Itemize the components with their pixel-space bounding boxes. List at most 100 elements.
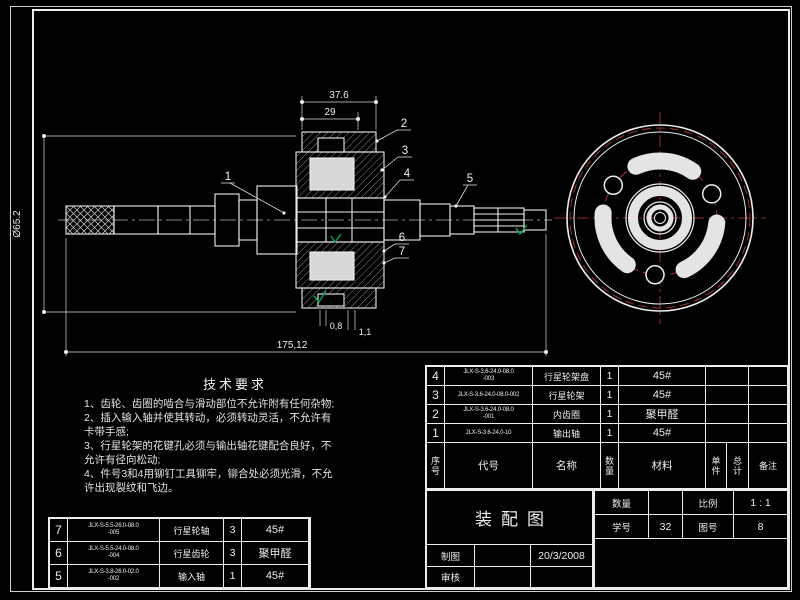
bom-material: 45# [619,367,706,386]
shaft-assembly-section-view [58,131,552,309]
bom-qty: 1 [601,405,619,424]
bom-code: JLX-S-5.5-24.0-08.0-004 [68,542,160,565]
part-callouts: 1 2 3 4 5 6 7 [221,118,477,265]
bom-name: 行星轮架 [533,386,601,405]
bom-seq: 5 [50,565,68,588]
bom-code: JLX-S-3.6-24.0-08.0-002 [445,386,533,405]
drawing-frame-outer [10,6,792,592]
bom-seq: 4 [427,367,445,386]
bom-header-code: 代号 [445,443,533,489]
bom-qty: 1 [224,565,242,588]
bom-header-total: 总计 [727,443,749,489]
bom-code: JLX-S-3.6-24.0-08.0-003 [445,367,533,386]
checker-name-cell [475,567,531,588]
bom-material: 45# [619,386,706,405]
dim-width-inner: 29 [324,107,336,118]
drafter-name-cell [475,545,531,567]
bom-code: JLX-S-3.8-26.0-02.0-002 [68,565,160,588]
callout-1: 1 [225,171,231,183]
bom-header-qty: 数量 [601,443,619,489]
bom-name: 行星轮架盘 [533,367,601,386]
tech-requirement-line: 4、件号3和4用铆钉工具铆牢，铆合处必须光滑，不允 [84,468,333,480]
bom-remark [749,405,788,424]
student-label: 学号 [595,515,649,539]
tech-requirement-line: 许出现裂纹和飞边。 [84,482,179,494]
callout-5: 5 [467,173,473,185]
dim-gap-b: 1,1 [359,327,372,337]
dimensions: 37.6 29 Ø65.2 175,12 0,8 1,1 [12,90,548,356]
bom-material: 45# [242,519,309,542]
callout-7: 7 [399,246,405,258]
bom-header-name: 名称 [533,443,601,489]
bom-seq: 7 [50,519,68,542]
title-block-left: 装配图 制图 20/3/2008 审核 [425,489,595,590]
tech-requirement-line: 3、行星轮架的花键孔必须与输出轴花键配合良好，不 [84,440,332,452]
bom-name: 行星轮轴 [160,519,224,542]
bom-unit-total [706,424,749,443]
dim-width-top: 37.6 [329,90,349,101]
drawing-date: 20/3/2008 [531,545,593,567]
drawing-frame-inner [32,9,790,590]
carrier-end-view [554,112,766,324]
sheet-value: 8 [734,515,788,539]
tech-requirement-line: 允许有径向松动; [84,454,161,466]
bom-header-remark: 备注 [749,443,788,489]
bom-remark [749,386,788,405]
input-shaft [65,205,216,235]
bom-seq: 2 [427,405,445,424]
bom-code: JLX-S-5.5-26.0-08.0-005 [68,519,160,542]
bom-header-seq: 序号 [427,443,445,489]
bom-name: 输入轴 [160,565,224,588]
checker-date-cell [531,567,593,588]
bom-qty: 1 [601,424,619,443]
bom-seq: 6 [50,542,68,565]
tech-requirement-line: 卡带手感; [84,426,129,438]
bom-remark [749,367,788,386]
gear-housing [214,131,421,309]
bom-seq: 3 [427,386,445,405]
tech-requirements-title: 技术要求 [202,377,267,392]
checker-label: 审核 [427,567,475,588]
bom-unit-total [706,367,749,386]
end-view-outline [566,124,754,312]
drafter-label: 制图 [427,545,475,567]
bom-header-unit: 单件 [706,443,727,489]
sheet-label: 图号 [683,515,734,539]
dim-length: 175,12 [277,340,308,351]
bom-table-left: 7 JLX-S-5.5-26.0-08.0-005 行星轮轴 3 45# 6 J… [48,517,311,590]
dim-diameter: Ø65.2 [12,210,23,238]
bom-unit-total [706,386,749,405]
title-block-empty-cell [595,539,788,588]
bom-header-material: 材料 [619,443,706,489]
tech-requirement-line: 2、插入输入轴并使其转动，必须转动灵活，不允许有 [84,412,332,424]
student-value: 32 [649,515,683,539]
quantity-value-cell [649,491,683,515]
scale-value: 1 : 1 [734,491,788,515]
bom-unit-total [706,405,749,424]
tech-requirement-line: 1、齿轮、齿圈的啮合与滑动部位不允许附有任何杂物; [84,398,335,410]
bom-material: 聚甲醛 [242,542,309,565]
bom-code: JLX-S-3.6-24.0-08.0-001 [445,405,533,424]
pin-holes [603,175,722,285]
bom-name: 行星齿轮 [160,542,224,565]
technical-requirements: 技术要求 1、齿轮、齿圈的啮合与滑动部位不允许附有任何杂物; 2、插入输入轴并使… [84,374,388,495]
surface-finish-marks [313,224,528,304]
bom-name: 输出轴 [533,424,601,443]
bom-code: JLX-S-3.6-24.0-10 [445,424,533,443]
title-block-right: 数量 比例 1 : 1 学号 32 图号 8 [593,489,790,590]
dimension-dots [42,100,548,354]
callout-6: 6 [399,232,405,244]
bom-qty: 3 [224,519,242,542]
callout-3: 3 [402,145,408,157]
bom-name: 内齿圈 [533,405,601,424]
bom-material: 聚甲醛 [619,405,706,424]
bom-qty: 1 [601,367,619,386]
bom-remark [749,424,788,443]
drawing-title: 装配图 [427,491,593,545]
bom-material: 45# [619,424,706,443]
output-shaft [419,203,547,237]
callout-2: 2 [401,118,407,130]
dim-gap-a: 0,8 [330,321,343,331]
scale-label: 比例 [683,491,734,515]
